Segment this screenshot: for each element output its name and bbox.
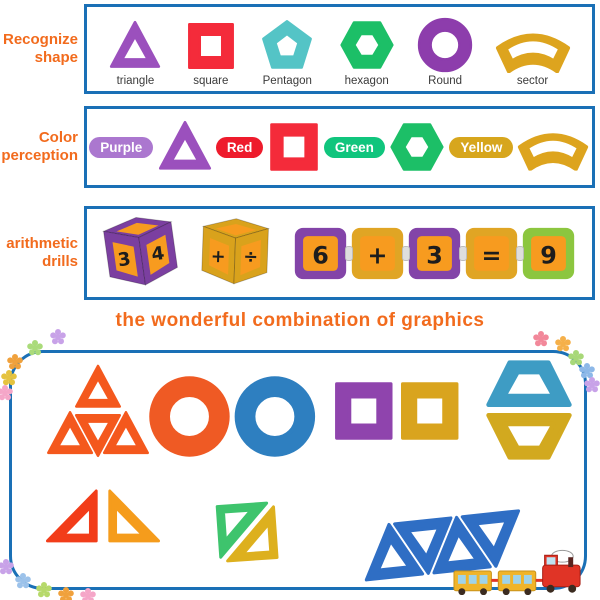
svg-text:4: 4 xyxy=(150,243,166,266)
shape-caption: sector xyxy=(516,75,549,87)
squares-combo-icon xyxy=(335,382,459,440)
flower-icon xyxy=(55,334,61,340)
hexagon-shape-icon xyxy=(337,17,397,73)
equation-strip: 6 + 3 = 9 xyxy=(293,226,576,281)
shape-item-round: Round xyxy=(417,7,473,91)
rings-combo-icon xyxy=(148,375,318,458)
color-pill-yellow: Yellow xyxy=(449,136,514,158)
tile-connector-icon xyxy=(516,245,524,261)
equation-tile: + xyxy=(351,227,404,279)
recognize-shape-label: Recognize shape xyxy=(2,31,78,66)
equation-tile: 6 xyxy=(294,227,347,279)
square-shape-icon xyxy=(184,19,238,73)
pentagon-shape-icon xyxy=(258,17,316,73)
flower-icon xyxy=(41,587,47,593)
tile-connector-icon xyxy=(345,245,353,261)
color-pill-green: Green xyxy=(323,136,385,158)
shape-item-hexagon: hexagon xyxy=(337,7,397,91)
flower-icon xyxy=(560,341,566,347)
section-recognize-shape: Recognize shape triangle square Pentagon… xyxy=(0,4,595,94)
shape-item-pentagon: Pentagon xyxy=(258,7,316,91)
number-dice-icon: 3 4 xyxy=(101,216,178,286)
flower-icon xyxy=(3,564,9,570)
flower-icon xyxy=(12,359,18,365)
svg-text:+: + xyxy=(210,247,225,268)
color-perception-box: Purple Red Green Yellow xyxy=(84,106,595,188)
flower-icon xyxy=(573,355,579,361)
sector-shape-icon xyxy=(494,23,572,73)
recognize-shape-box: triangle square Pentagon hexagon Round s… xyxy=(84,4,595,94)
color-pill-red: Red xyxy=(215,136,264,158)
flower-icon xyxy=(538,336,544,342)
svg-text:6: 6 xyxy=(312,241,329,269)
equation-tile: 3 xyxy=(408,227,461,279)
arithmetic-drills-box: 3 4 + ÷ 6 xyxy=(84,206,595,300)
flower-icon xyxy=(32,345,38,351)
section-color-perception: Color perception Purple Red Green Yellow xyxy=(0,106,595,188)
shape-item-square: square xyxy=(184,7,238,91)
shape-caption: hexagon xyxy=(344,75,389,87)
equation-tile: 9 xyxy=(522,227,575,279)
section-arithmetic-drills: arithmetic drills 3 4 xyxy=(0,206,595,300)
svg-text:3: 3 xyxy=(426,241,443,269)
svg-text:÷: ÷ xyxy=(243,247,258,268)
round-shape-icon xyxy=(417,17,473,73)
shape-item-sector: sector xyxy=(494,7,572,91)
combination-title: the wonderful combination of graphics xyxy=(115,310,485,331)
flower-icon xyxy=(589,382,595,388)
flower-icon xyxy=(2,390,8,396)
flower-icon xyxy=(20,578,26,584)
tile-connector-icon xyxy=(402,245,410,261)
color-pill-purple: Purple xyxy=(89,136,154,158)
shape-caption: square xyxy=(193,75,229,87)
svg-text:9: 9 xyxy=(540,241,557,269)
svg-text:+: + xyxy=(368,241,388,269)
flower-icon xyxy=(584,368,590,374)
flower-icon xyxy=(63,592,69,598)
tile-connector-icon xyxy=(459,245,467,261)
trapezoid-hexagon-combo-icon xyxy=(472,359,586,461)
shape-caption: Round xyxy=(428,75,463,87)
sector-shape-icon xyxy=(516,123,590,171)
triangle-shape-icon xyxy=(156,119,214,175)
arithmetic-drills-label: arithmetic drills xyxy=(6,235,78,270)
right-triangles-combo-icon xyxy=(42,469,164,566)
orange-triangles-combo-icon xyxy=(46,364,150,458)
combination-panel xyxy=(9,350,587,590)
shape-caption: Pentagon xyxy=(262,75,312,87)
triangle-shape-icon xyxy=(107,19,163,73)
dice-area: 3 4 + ÷ xyxy=(87,214,279,292)
shape-item-triangle: triangle xyxy=(107,7,163,91)
svg-text:=: = xyxy=(482,241,502,269)
color-perception-label: Color perception xyxy=(1,129,78,164)
parallelogram-combo-icon xyxy=(178,493,330,571)
shape-caption: triangle xyxy=(116,75,155,87)
svg-text:3: 3 xyxy=(117,249,133,272)
equation-tile: = xyxy=(465,227,518,279)
hexagon-shape-icon xyxy=(387,119,447,175)
train-icon xyxy=(453,549,581,595)
flower-icon xyxy=(6,375,12,381)
flower-icon xyxy=(85,593,91,599)
square-shape-icon xyxy=(266,119,322,175)
operator-dice-icon: + ÷ xyxy=(201,218,270,285)
